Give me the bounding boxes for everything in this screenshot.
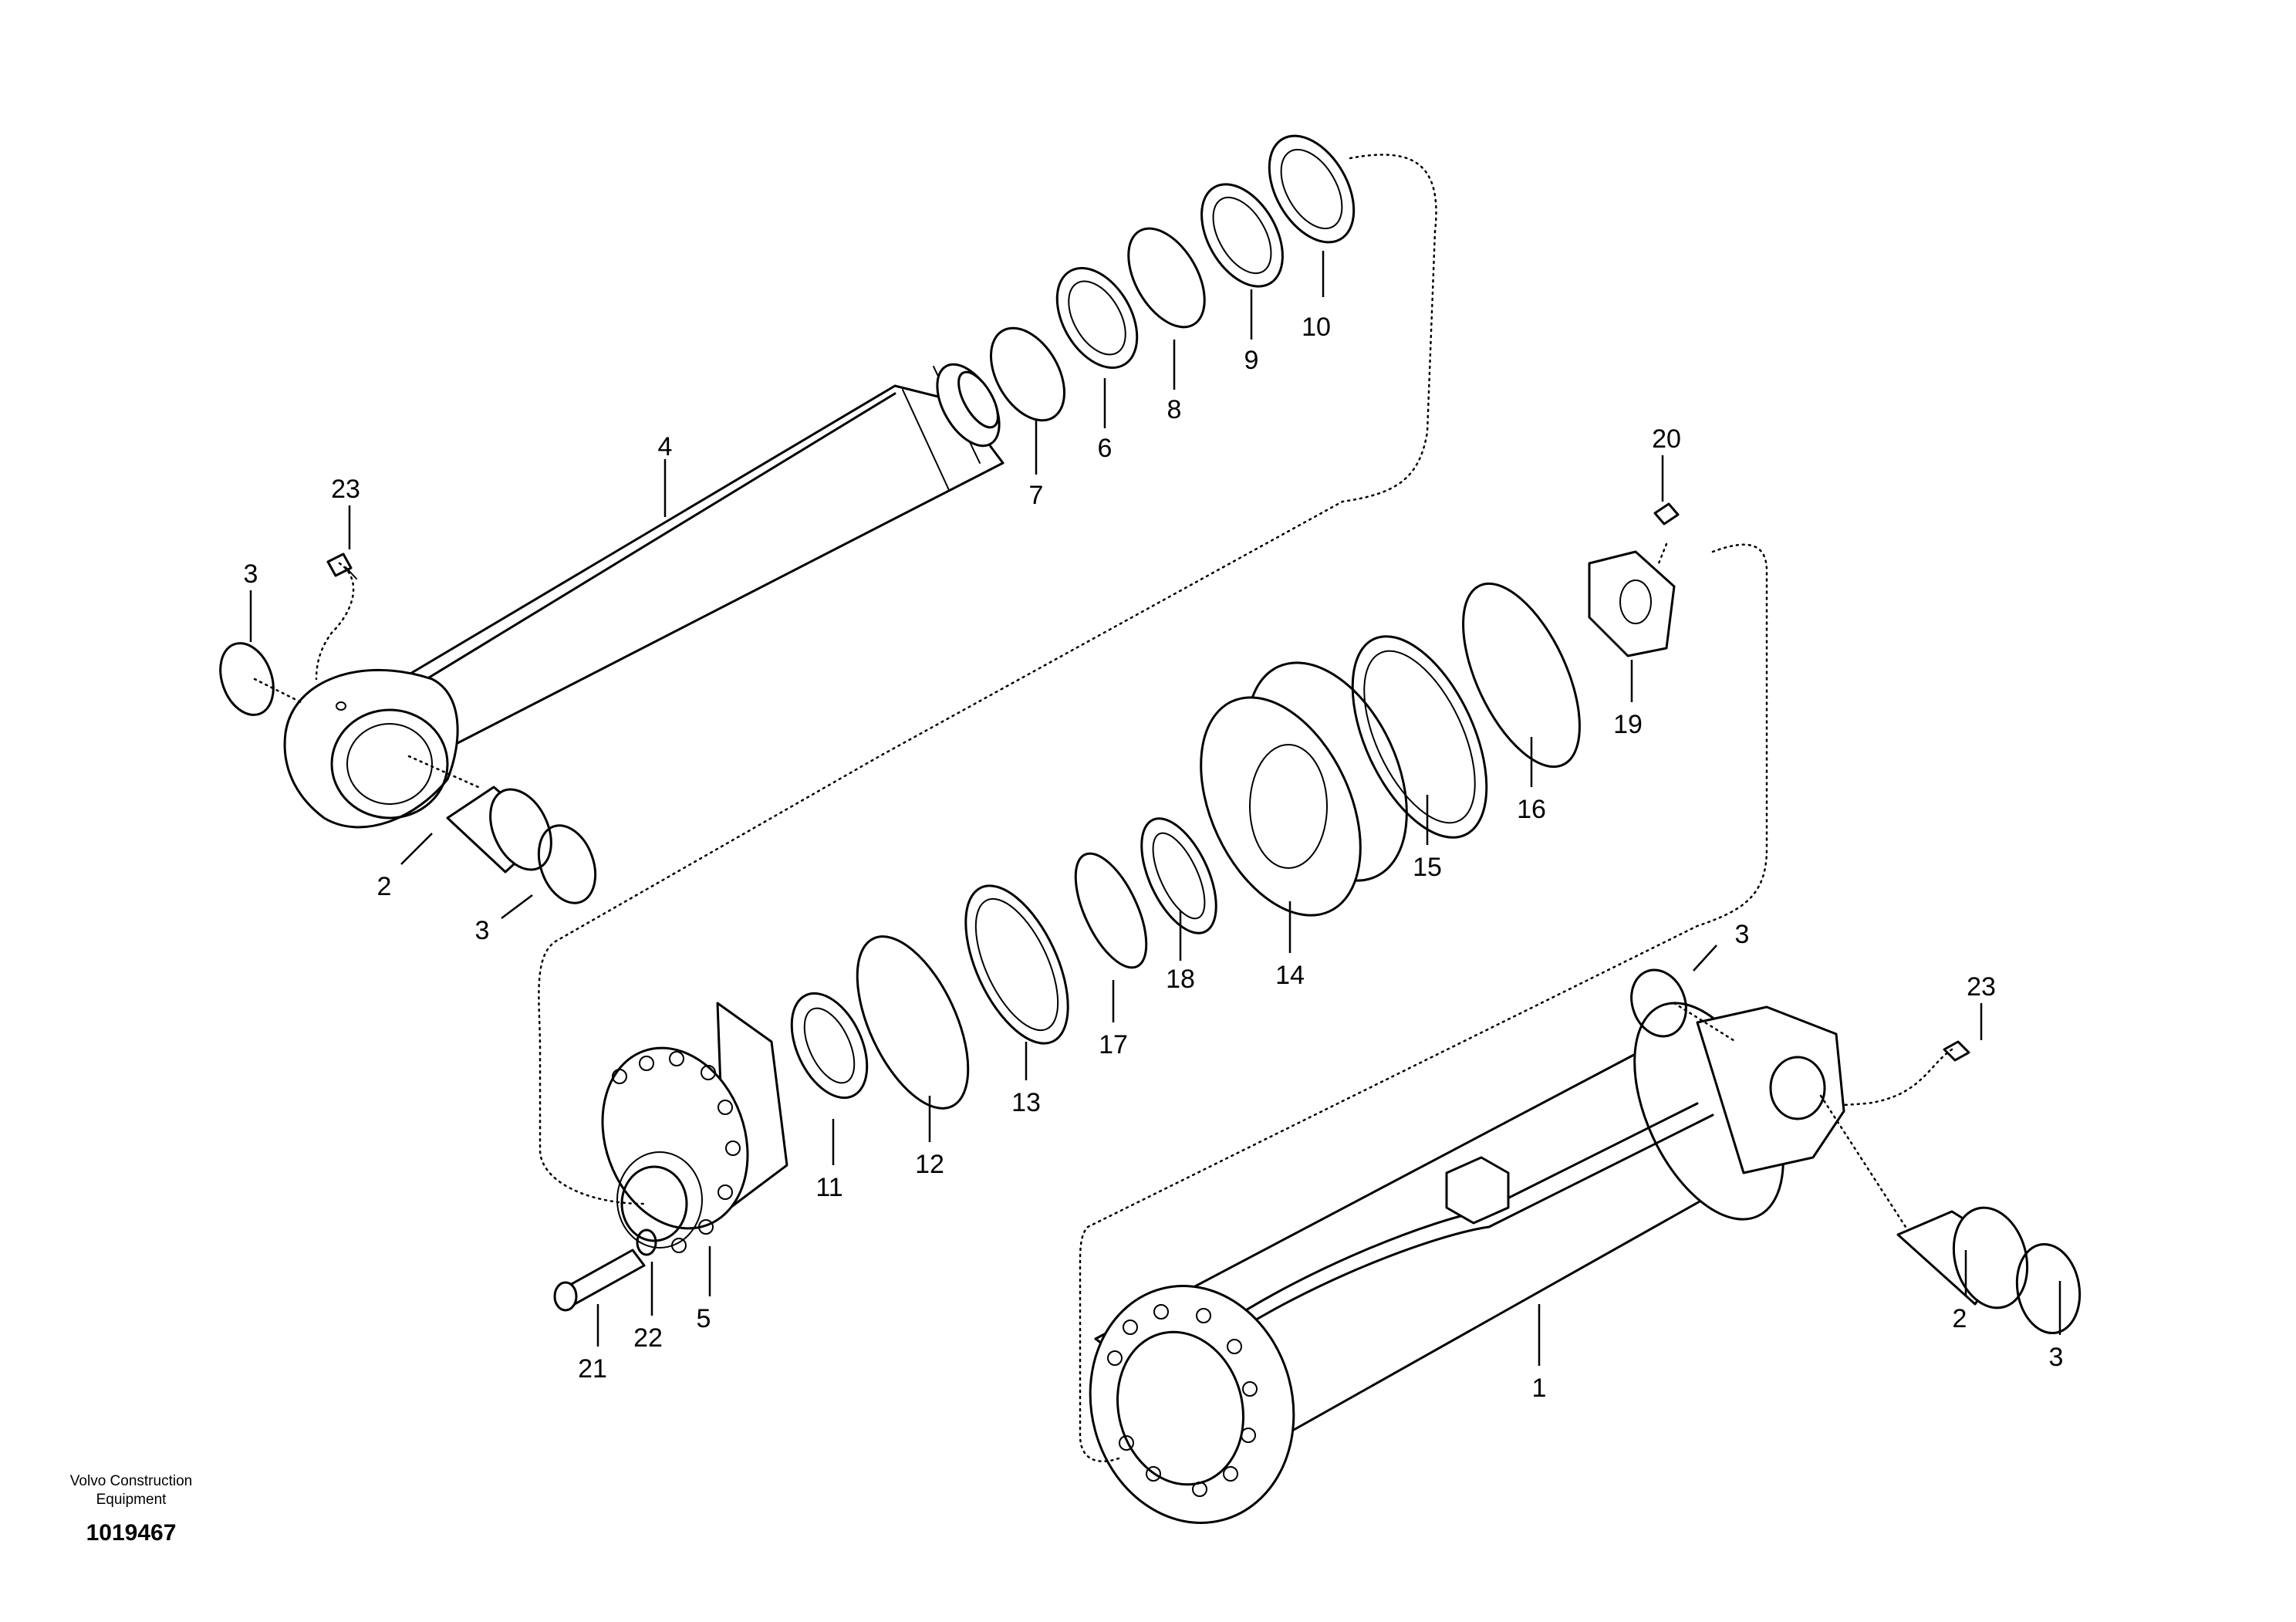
callout-9: 9 — [1244, 346, 1259, 375]
footer-block: Volvo Construction Equipment 1019467 — [31, 1472, 231, 1546]
cylinder-head-drawing — [601, 884, 1069, 1253]
rod-eye-parts-drawing — [219, 552, 597, 904]
callout-17: 17 — [1099, 1030, 1128, 1059]
callout-18: 18 — [1166, 965, 1195, 994]
callout-12: 12 — [915, 1150, 944, 1179]
callout-20: 20 — [1652, 424, 1681, 454]
tube-eye-parts-drawing — [1630, 968, 2082, 1335]
leader-lines — [249, 251, 2061, 1366]
callout-6: 6 — [1098, 434, 1113, 463]
brand-line-1: Volvo Construction — [69, 1473, 193, 1489]
callout-8: 8 — [1167, 395, 1182, 424]
illustration-number: 1019467 — [86, 1520, 177, 1546]
callout-10: 10 — [1302, 313, 1331, 342]
piston-drawing — [1074, 502, 1680, 969]
piston-rod-drawing — [283, 363, 1004, 829]
callout-13: 13 — [1011, 1088, 1041, 1117]
fasteners-drawing — [553, 1228, 657, 1312]
callout-3-tube-right: 3 — [2049, 1343, 2064, 1372]
callout-23-tube: 23 — [1967, 972, 1996, 1002]
callout-15: 15 — [1413, 853, 1442, 882]
callout-labels: 1 2 3 4 5 6 7 8 9 10 11 12 13 14 15 16 1… — [244, 313, 2064, 1403]
cylinder-tube-drawing — [1089, 1002, 1845, 1524]
callout-2-tube: 2 — [1953, 1304, 1967, 1333]
callout-7: 7 — [1029, 481, 1044, 510]
callout-3-rod-eye-left: 3 — [244, 559, 258, 589]
callout-11: 11 — [815, 1173, 842, 1202]
callout-1: 1 — [1532, 1374, 1547, 1403]
callout-14: 14 — [1275, 961, 1305, 990]
assembly-paths — [253, 154, 1953, 1462]
callout-23-rod: 23 — [331, 475, 360, 504]
rod-seal-rings-drawing — [990, 134, 1356, 422]
callout-4: 4 — [658, 432, 673, 461]
brand-line-2: Equipment — [96, 1492, 167, 1508]
callout-16: 16 — [1517, 795, 1546, 824]
callout-21: 21 — [578, 1354, 607, 1384]
callout-22: 22 — [633, 1323, 663, 1353]
callout-3-tube-top: 3 — [1735, 920, 1750, 949]
callout-2-rod-eye: 2 — [377, 872, 392, 901]
callout-19: 19 — [1613, 710, 1643, 739]
callout-5: 5 — [697, 1304, 711, 1333]
callout-3-rod-eye-bottom: 3 — [475, 916, 490, 945]
